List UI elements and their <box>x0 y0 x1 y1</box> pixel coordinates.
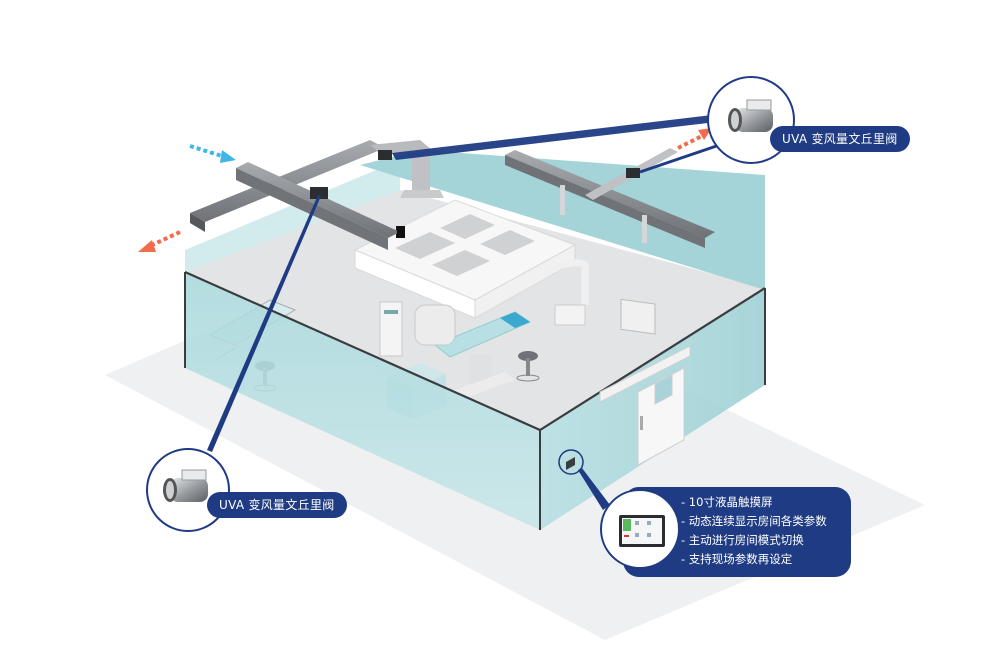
surgical-light <box>543 259 589 326</box>
stool-right <box>516 351 540 382</box>
venturi-valve-icon <box>728 99 773 132</box>
touchscreen-panel-icon <box>619 515 665 547</box>
leader-line-panel <box>578 468 610 510</box>
valve-label-top: UVA 变风量文丘里阀 <box>770 126 910 152</box>
feature-item: - 10寸液晶触摸屏 <box>681 495 773 509</box>
feature-item: - 动态连续显示房间各类参数 <box>681 514 827 528</box>
sliding-door <box>599 345 691 466</box>
back-wall-left <box>185 160 400 272</box>
touch-panel-callout-circle <box>600 489 680 569</box>
supply-air-arrow <box>189 144 236 163</box>
exhaust-air-arrow <box>138 230 181 252</box>
wall-touch-panel <box>558 449 584 475</box>
operating-table <box>434 311 532 398</box>
laminar-flow-ceiling <box>353 199 577 319</box>
leader-line-left <box>207 195 321 452</box>
valve-callout-left-circle <box>146 448 230 532</box>
valve-label-left: UVA 变风量文丘里阀 <box>207 492 347 518</box>
duct-right <box>505 148 715 248</box>
wall-grill <box>620 298 656 335</box>
equipment-tower <box>379 301 456 357</box>
feature-item: - 主动进行房间模式切换 <box>681 533 804 547</box>
exhaust-air-arrow-right <box>677 128 712 150</box>
touch-panel-feature-list: - 10寸液晶触摸屏 - 动态连续显示房间各类参数 - 主动进行房间模式切换 -… <box>623 487 851 569</box>
leader-line-top <box>392 115 716 160</box>
front-wall-left <box>185 272 540 530</box>
feature-item: - 支持现场参数再设定 <box>681 552 793 566</box>
back-wall-right-body <box>360 150 765 290</box>
venturi-valve-icon <box>163 469 208 502</box>
